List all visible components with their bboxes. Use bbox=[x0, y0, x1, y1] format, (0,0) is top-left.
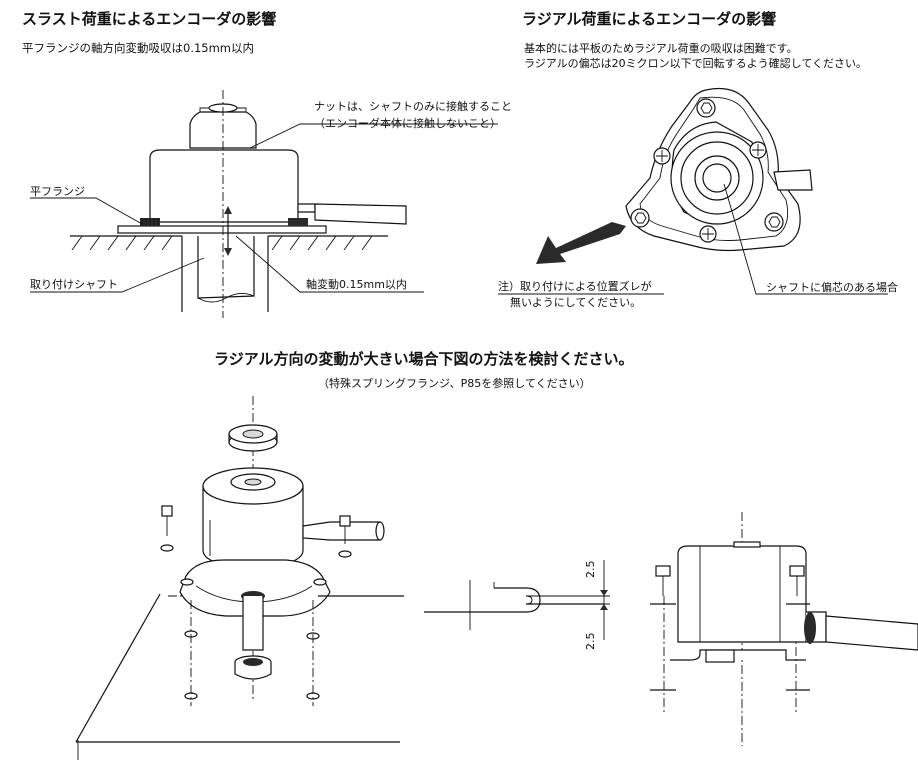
slot-dimension-detail bbox=[424, 560, 610, 640]
radial-desc-line1: 基本的には平板のためラジアル荷重の吸収は困難です。 bbox=[524, 42, 798, 55]
callout-nut-line1: ナットは、シャフトのみに接触すること bbox=[314, 100, 512, 113]
label-axial: 軸変動0.15mm以内 bbox=[306, 278, 407, 291]
thrust-subtitle: 平フランジの軸方向変動吸収は0.15mm以内 bbox=[22, 41, 255, 55]
label-eccentric: シャフトに偏芯のある場合 bbox=[766, 281, 898, 294]
bottom-title: ラジアル方向の変動が大きい場合下図の方法を検討ください。 bbox=[214, 350, 634, 368]
radial-note-line1: 注）取り付けによる位置ズレが bbox=[498, 280, 652, 293]
bottom-subtitle: （特殊スプリングフランジ、P85を参照してください） bbox=[318, 377, 591, 390]
thrust-diagram bbox=[30, 90, 498, 318]
radial-diagram bbox=[498, 87, 888, 295]
label-shaft: 取り付けシャフト bbox=[30, 278, 118, 291]
radial-desc-line2: ラジアルの偏芯は20ミクロン以下で回転するよう確認してください。 bbox=[524, 57, 868, 70]
encoder-side-view bbox=[650, 512, 918, 746]
radial-note-line2: 無いようにしてください。 bbox=[510, 296, 642, 309]
radial-title: ラジアル荷重によるエンコーダの影響 bbox=[522, 10, 777, 28]
thrust-title: スラスト荷重によるエンコーダの影響 bbox=[22, 10, 277, 28]
label-flange: 平フランジ bbox=[30, 185, 85, 198]
callout-nut-line2: （エンコーダ本体に接触しないこと） bbox=[314, 117, 501, 130]
spring-flange-iso bbox=[75, 396, 404, 760]
